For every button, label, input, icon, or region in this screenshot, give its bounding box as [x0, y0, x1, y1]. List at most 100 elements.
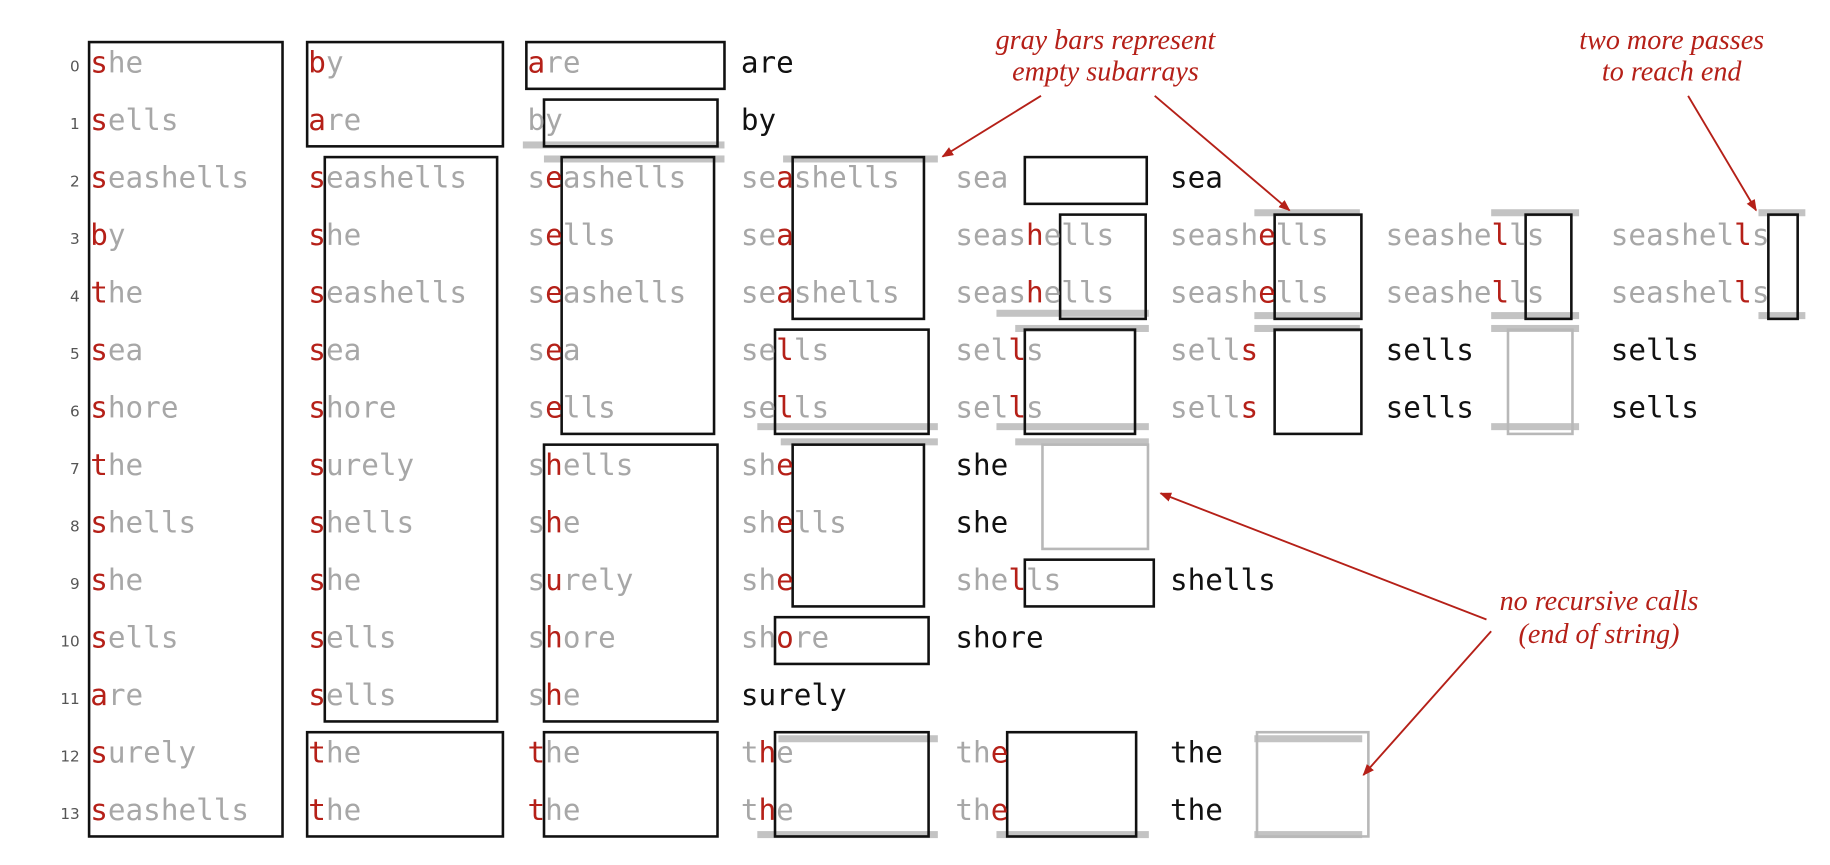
string-entry: the	[308, 793, 361, 827]
string-suffix: ls	[1509, 218, 1544, 252]
key-character: l	[1734, 218, 1752, 252]
string-entry: surely	[308, 448, 414, 482]
empty-subarray-bar	[780, 438, 938, 446]
empty-subarray-bar	[996, 309, 1149, 317]
string-entry: the	[955, 736, 1008, 770]
string-prefix: sell	[1170, 391, 1241, 425]
empty-subarray-box	[1255, 730, 1370, 838]
key-character: e	[545, 276, 563, 310]
string-suffix: lls	[563, 391, 616, 425]
empty-subarray-bars	[522, 141, 1806, 839]
string-suffix: ls	[1026, 563, 1061, 597]
string-suffix: rely	[563, 563, 634, 597]
string-entry: sea	[955, 161, 1008, 195]
sorted-string: the	[1170, 793, 1223, 827]
string-suffix: ls	[794, 333, 829, 367]
string-suffix: s	[1752, 218, 1770, 252]
string-entry: she	[308, 563, 361, 597]
subarray-box	[773, 730, 930, 838]
key-character: t	[308, 736, 326, 770]
string-prefix: se	[741, 218, 776, 252]
key-character: e	[991, 793, 1009, 827]
key-character: e	[776, 506, 794, 540]
key-character: s	[1241, 333, 1259, 367]
string-suffix: ells	[108, 103, 179, 137]
sorted-string: sells	[1611, 391, 1699, 425]
key-character: s	[308, 621, 326, 655]
sorted-string: she	[955, 506, 1008, 540]
string-entry: seashells	[955, 276, 1114, 310]
string-suffix: he	[326, 793, 361, 827]
string-suffix: y	[108, 218, 126, 252]
key-character: t	[90, 276, 108, 310]
string-entry: she	[90, 563, 143, 597]
string-entry: she	[741, 563, 794, 597]
empty-subarray-box	[1506, 328, 1574, 436]
string-prefix: se	[741, 391, 776, 425]
empty-subarray-bar	[1491, 423, 1580, 431]
string-entry: seashells	[1170, 218, 1329, 252]
string-prefix: b	[528, 103, 546, 137]
key-character: a	[90, 678, 108, 712]
empty-subarray-bar	[1254, 735, 1363, 743]
string-suffix: re	[794, 621, 829, 655]
string-suffix: e	[563, 678, 581, 712]
arrow-to-gray-bar	[941, 95, 1042, 158]
key-character: s	[308, 448, 326, 482]
string-suffix: hore	[326, 391, 397, 425]
string-entry: the	[528, 736, 581, 770]
string-entry: are	[90, 678, 143, 712]
key-character: s	[90, 391, 108, 425]
subarray-box	[1058, 213, 1147, 321]
string-entry: are	[308, 103, 361, 137]
string-suffix: ashells	[563, 161, 686, 195]
sorted-string: sells	[1386, 333, 1474, 367]
string-entry: sells	[741, 333, 829, 367]
empty-subarray-bar	[1491, 312, 1580, 320]
string-suffix: s	[1026, 391, 1044, 425]
string-suffix: shells	[794, 161, 900, 195]
string-suffix: eashells	[108, 161, 249, 195]
empty-subarray-bar	[996, 423, 1149, 431]
string-entry: sea	[528, 333, 581, 367]
key-character: s	[90, 103, 108, 137]
key-character: a	[776, 218, 794, 252]
key-character: e	[545, 161, 563, 195]
string-entry: seashells	[90, 161, 249, 195]
key-character: l	[776, 333, 794, 367]
key-character: e	[776, 563, 794, 597]
empty-subarray-bar	[783, 155, 938, 163]
key-character: h	[1026, 276, 1044, 310]
string-entry: sea	[308, 333, 361, 367]
string-entry: seashells	[90, 793, 249, 827]
subarray-box	[791, 155, 926, 321]
string-suffix: re	[108, 678, 143, 712]
string-entry: sea	[90, 333, 143, 367]
string-suffix: he	[545, 793, 580, 827]
subarray-box	[1524, 213, 1573, 321]
string-suffix: shells	[794, 276, 900, 310]
string-suffix: ls	[1509, 276, 1544, 310]
empty-subarray-bar	[1758, 209, 1806, 217]
subarray-box	[773, 328, 930, 436]
string-suffix: he	[326, 563, 361, 597]
string-entry: sells	[90, 103, 178, 137]
key-character: l	[1734, 276, 1752, 310]
key-character: l	[1008, 563, 1026, 597]
string-entry: shore	[741, 621, 829, 655]
string-entry: the	[741, 736, 794, 770]
subarray-box	[1023, 328, 1137, 436]
sorted-string: shells	[1170, 563, 1276, 597]
string-entry: she	[741, 448, 794, 482]
string-entry: seashells	[528, 276, 687, 310]
subarray-box	[1767, 213, 1799, 321]
subarray-boxes	[87, 40, 1799, 838]
key-character: s	[308, 333, 326, 367]
empty-subarray-bar	[1254, 312, 1360, 320]
string-suffix: s	[1026, 333, 1044, 367]
key-character: a	[308, 103, 326, 137]
key-character: s	[308, 506, 326, 540]
string-entry: the	[955, 793, 1008, 827]
string-suffix: ells	[1044, 218, 1115, 252]
arrow-no-recursive-upper	[1159, 492, 1487, 621]
